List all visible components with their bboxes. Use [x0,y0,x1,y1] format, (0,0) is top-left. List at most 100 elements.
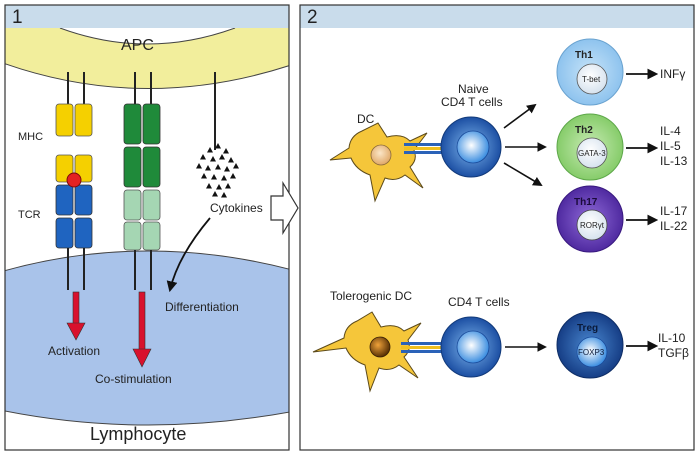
th17-name: Th17 [574,197,598,208]
dc-label: DC [357,112,375,126]
lymphocyte-lower-region [5,410,289,450]
th2-factor: GATA-3 [578,149,606,158]
th17-factor: RORγt [580,221,605,230]
th17-output-1: IL-17 [660,204,688,218]
cytokine-particle [216,184,222,190]
cytokine-particle [201,173,207,179]
cytokine-particle [221,192,227,198]
th17-nucleus [576,209,608,241]
apc-membrane-edge [5,63,289,89]
panel-1: 1 APC Lymphocyte [4,4,290,451]
cytokine-particle [215,143,221,149]
cytokine-particle [225,183,231,189]
costim-lower-left [123,189,142,221]
tolerogenic-dendritic-cell-nucleus [369,336,391,358]
panel-2-number: 2 [307,7,318,28]
costim-base-right [142,221,161,251]
costim-base-left [123,221,142,251]
cytokine-particle [221,175,227,181]
cytokine-particle [223,148,229,154]
panel-2-header [300,5,694,28]
cytokine-particle [206,183,212,189]
th1-name: Th1 [575,50,593,61]
mhc-tcr-complex [55,72,93,290]
th2-nucleus [576,137,608,169]
lymphocyte-label: Lymphocyte [90,424,186,444]
cytokine-particle [224,166,230,172]
th1-factor: T-bet [582,75,601,84]
cytokine-particles [196,143,239,198]
panel-1-number: 1 [12,7,23,28]
tolerogenic-dc-label: Tolerogenic DC [330,289,412,303]
th1-output-1: INFγ [660,67,685,81]
tolerogenic-dendritic-cell [312,311,422,393]
cytokine-particle [207,147,213,153]
differentiation-arrow [166,217,211,293]
panel-transition-arrow [270,180,299,236]
th1-nucleus [576,63,608,95]
synapse-connector-top [404,143,444,154]
peptide-antigen [66,172,82,188]
cd4-t-cell-nucleus [456,330,490,364]
apc-inner-edge [59,28,236,45]
arrow-to-th17 [503,162,543,186]
costimulatory-complex [123,72,161,290]
cytokine-particle [233,163,239,169]
cytokine-particle [215,164,221,170]
cytokine-particle [219,154,225,160]
cytokine-particle [205,165,211,171]
th2-output-1: IL-4 [660,124,681,138]
differentiation-label: Differentiation [165,300,239,314]
treg-name: Treg [577,323,598,334]
th2-output-3: IL-13 [660,154,688,168]
costim-mid-right [142,146,161,188]
treg-nucleus [576,336,608,368]
tcr-chain-upper-left [55,184,74,216]
treg-output-1: IL-10 [658,331,686,345]
mhc-chain-upper-right [74,103,93,137]
cytokine-particle [212,191,218,197]
costim-mid-left [123,146,142,188]
treg-factor: FOXP3 [578,348,605,357]
apc-membrane [5,28,289,89]
panel-1-header [5,5,289,28]
activation-label: Activation [48,344,100,358]
panel-2-frame [299,4,695,451]
cytokine-particle [228,157,234,163]
cytokines-label: Cytokines [210,201,263,215]
lymphocyte-membrane-edge [5,250,289,272]
tcr-label: TCR [18,209,41,221]
activation-arrow [66,291,86,341]
costimulation-arrow [132,291,152,368]
mhc-chain-upper-left [55,103,74,137]
apc-label: APC [121,37,154,54]
naive-label-line1: Naive [458,82,489,96]
cytokine-particle [200,154,206,160]
naive-label-line2: CD4 T cells [441,95,503,109]
costim-upper-left [123,103,142,145]
panel-1-frame [4,4,290,451]
costim-upper-right [142,103,161,145]
panel-2: 2 DC Naive CD4 T cells Th1 T-bet INFγ Th… [299,4,695,451]
costimulation-label: Co-stimulation [95,372,172,386]
cytokine-particle [230,173,236,179]
th17-output-2: IL-22 [660,219,688,233]
arrow-to-th1 [503,103,537,129]
naive-cd4-t-cell-nucleus [456,130,490,164]
cytokine-particle [210,156,216,162]
treg-output-2: TGFβ [658,346,689,360]
tcr-chain-upper-right [74,184,93,216]
tcr-chain-lower-left [55,217,74,249]
cd4-label: CD4 T cells [448,295,510,309]
lymphocyte-lower-edge [5,410,289,426]
cytokine-particle [211,174,217,180]
synapse-connector-bottom [401,342,444,353]
costim-lower-right [142,189,161,221]
cytokine-particle [196,163,202,169]
tcr-chain-lower-right [74,217,93,249]
dendritic-cell-nucleus [370,144,392,166]
mhc-label: MHC [18,131,43,143]
th2-name: Th2 [575,125,593,136]
th2-output-2: IL-5 [660,139,681,153]
